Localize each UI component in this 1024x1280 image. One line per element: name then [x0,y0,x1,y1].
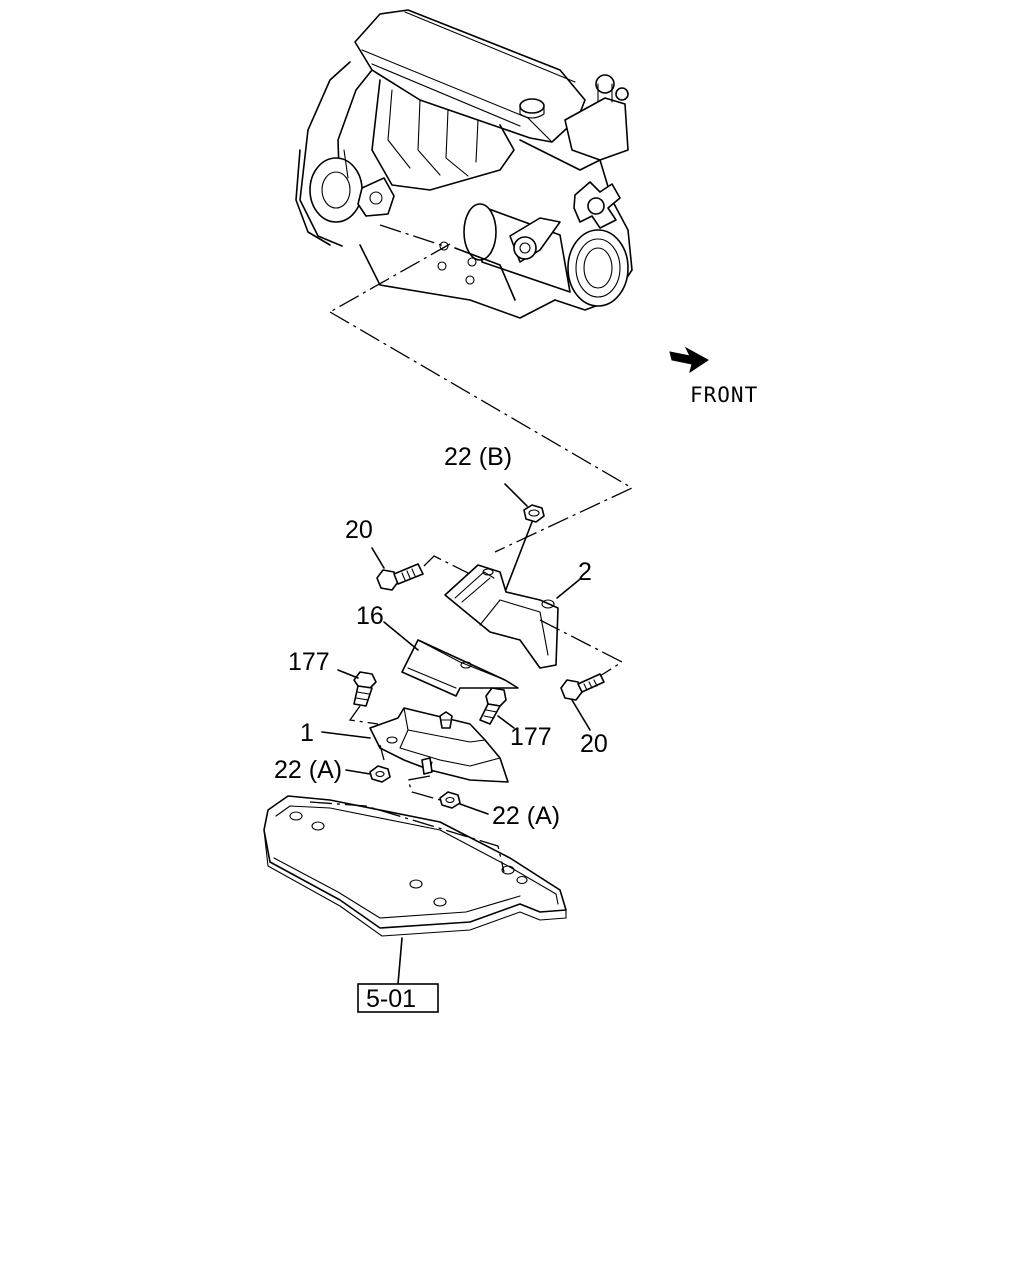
reference-label: 5-01 [366,985,416,1013]
callout-2: 2 [578,558,592,586]
front-label: FRONT [690,383,758,407]
callout-22a-left: 22 (A) [274,756,342,784]
callout-20-lower: 20 [580,730,608,758]
bolt-177-right [479,687,515,729]
engine-mount-1 [321,707,509,783]
bracket-2 [444,564,624,677]
front-direction-indicator: FRONT [669,346,758,407]
bolt-20-upper [371,547,479,591]
flywheel-housing [295,149,395,246]
callout-177-left: 177 [288,648,330,676]
callout-20-upper: 20 [345,516,373,544]
datum-line [329,311,634,553]
nut-22a-right [407,775,489,815]
callout-1: 1 [300,719,314,747]
reference-box[interactable]: 5-01 [357,983,439,1013]
callout-16: 16 [356,602,384,630]
nut-22a-left [345,765,391,783]
plate-16 [383,621,519,697]
callout-22b: 22 (B) [444,443,512,471]
bolt-20-lower [560,673,605,731]
bolt-177-left [337,669,379,725]
front-arrow-icon [669,346,709,374]
callout-177-right: 177 [510,723,552,751]
engine-assembly [295,9,633,319]
callout-22a-right: 22 (A) [492,802,560,830]
base-plate [263,795,567,985]
fan-pulley [573,181,621,229]
